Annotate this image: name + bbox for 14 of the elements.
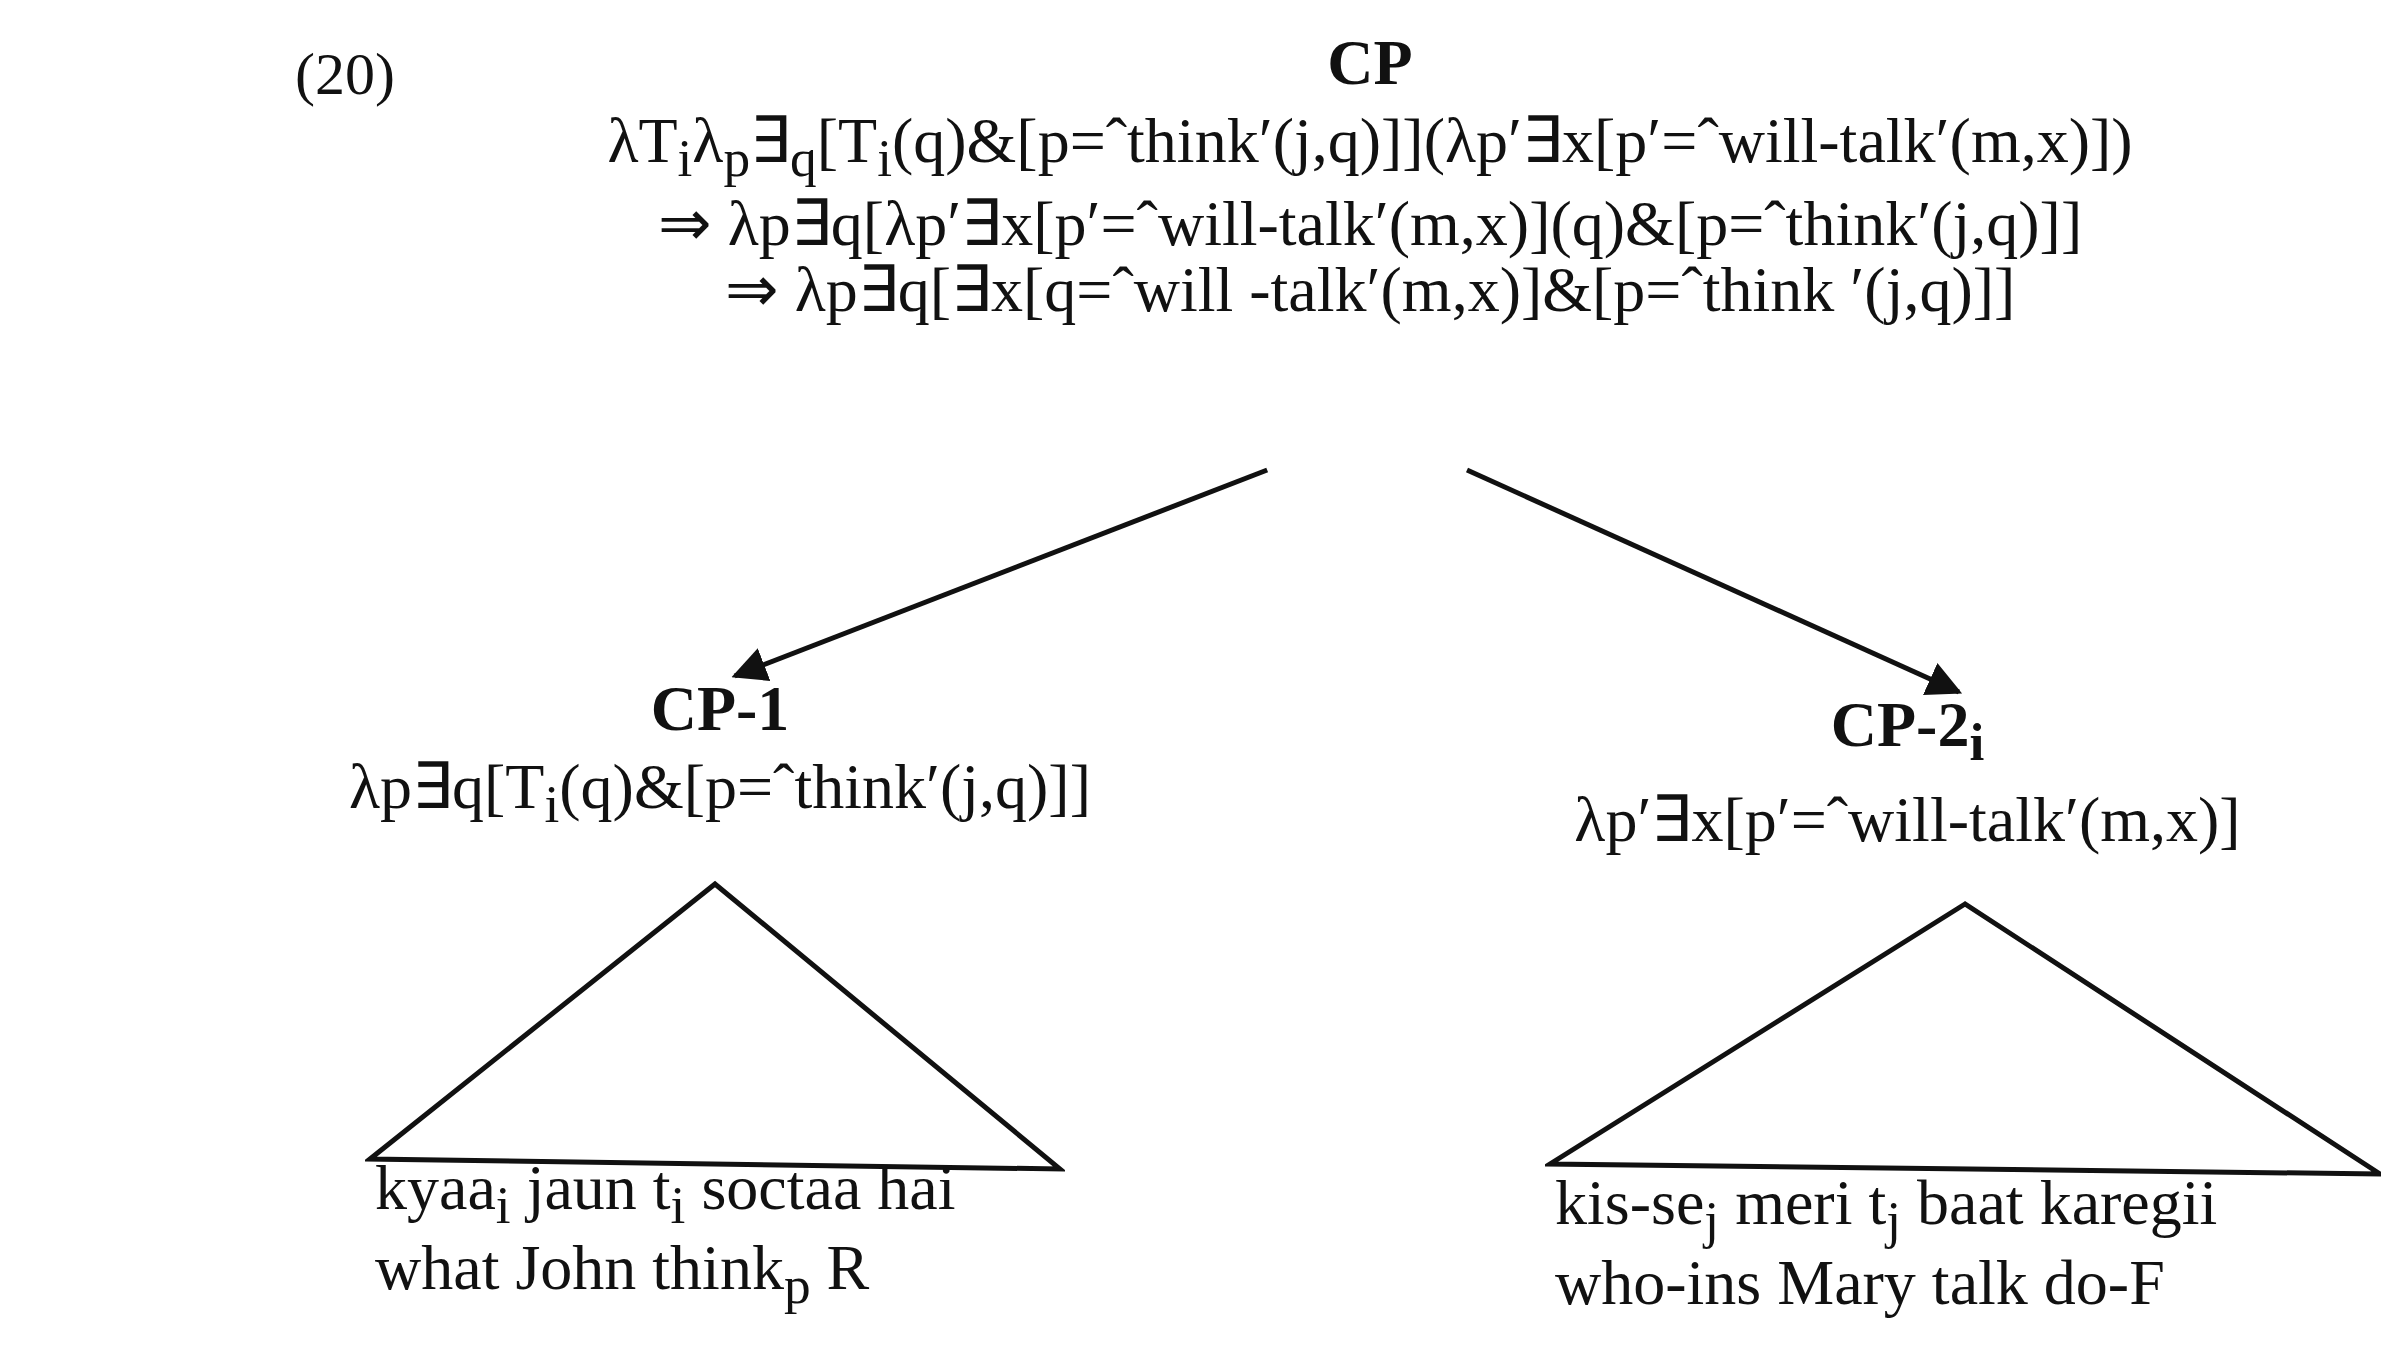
node-label: CP-1 <box>649 676 791 742</box>
formula: λp∃q[T$_{i}$(q)&[p=ˆthink′(j,q)]] <box>348 754 1092 836</box>
gloss-text: what John think$_{p}$ R <box>375 1235 870 1317</box>
example-number: (20) <box>295 40 395 109</box>
arrow <box>731 467 1269 681</box>
node-label: CP <box>1326 30 1414 96</box>
sentence-text: kis-se$_{j}$ meri t$_{j}$ baat karegii <box>1555 1170 2218 1252</box>
sentence-text: kyaa$_{i}$ jaun t$_{i}$ soctaa hai <box>375 1155 956 1237</box>
formula: λp′∃x[p′=ˆwill-talk′(m,x)] <box>1573 786 2242 853</box>
arrow <box>1465 467 1963 695</box>
formula: λT$_{i}$λ$_{p}$∃$_{q}$[T$_{i}$(q)&[p=ˆthink′(j,q)]](λp′∃x[p′=ˆwill-talk′(m,x)]) <box>606 108 2134 190</box>
formula: ⇒ λp∃q[λp′∃x[p′=ˆwill-talk′(m,x)](q)&[p=ˆthink′(j,q)]] <box>656 190 2084 257</box>
node-label: CP-2$_{i}$ <box>1829 692 1986 774</box>
gloss-text: who-ins Mary talk do-F <box>1555 1250 2165 1316</box>
